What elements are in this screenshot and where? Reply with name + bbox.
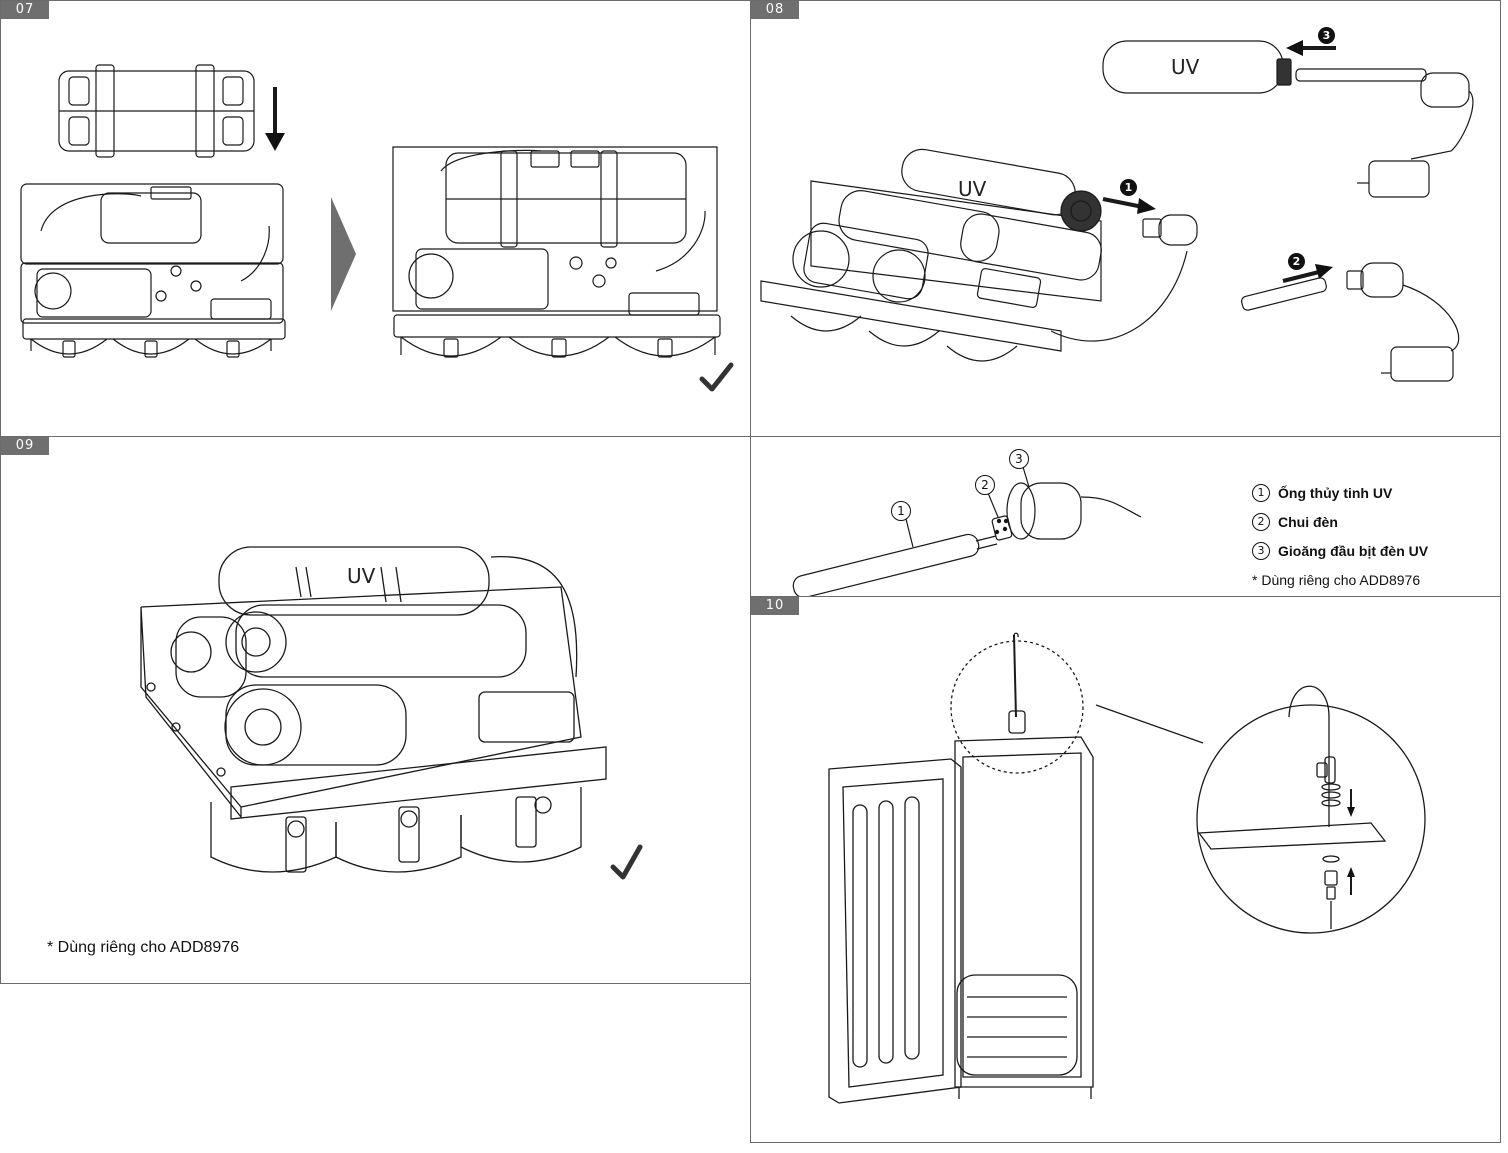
zoom-circle-detail — [1197, 705, 1425, 933]
exclusive-note-legend: * Dùng riêng cho ADD8976 — [1252, 572, 1421, 588]
panel-uv-parts: 1 2 3 — [750, 436, 1501, 597]
step-number-07: 07 — [1, 1, 49, 19]
illustration-step-09 — [1, 437, 751, 984]
exclusive-note-09: * Dùng riêng cho ADD8976 — [47, 939, 240, 956]
down-arrow-icon — [265, 87, 285, 151]
panel-step-10: 10 — [750, 596, 1501, 1143]
legend-number: 1 — [1252, 483, 1270, 502]
illustration-step-08 — [751, 40, 1501, 437]
chevron-right-icon — [331, 197, 356, 311]
uv-parts-legend: 1 Ống thủy tinh UV 2 Chui đèn 3 Gioăng đ… — [1252, 478, 1492, 565]
uv-label-unit-09: UV — [347, 564, 376, 588]
legend-label: Gioăng đầu bịt đèn UV — [1278, 542, 1429, 559]
legend-label: Chui đèn — [1278, 513, 1338, 530]
step-number-08: 08 — [751, 1, 799, 19]
step-badge-3: 3 — [1318, 27, 1335, 44]
checkmark-icon — [702, 365, 731, 389]
ro-unit-after — [393, 147, 720, 357]
uv-cap-removed — [1143, 215, 1197, 245]
legend-item: 3 Gioăng đầu bịt đèn UV — [1252, 536, 1492, 565]
uv-label-unit: UV — [958, 177, 987, 201]
checkmark-icon — [613, 847, 640, 877]
legend-item: 2 Chui đèn — [1252, 507, 1492, 536]
ro-unit-before — [21, 184, 285, 357]
up-arrow-icon — [1347, 867, 1355, 895]
right-arrow-icon — [1283, 264, 1333, 281]
illustration-step-07 — [1, 1, 751, 437]
right-arrow-icon — [1103, 198, 1156, 214]
callout-3: 3 — [1009, 449, 1029, 469]
step-badge-1: 1 — [1120, 179, 1137, 196]
ro-unit-uv-removal — [761, 146, 1187, 361]
panel-step-08: 08 — [750, 0, 1501, 437]
legend-item: 1 Ống thủy tinh UV — [1252, 478, 1492, 507]
uv-lamp-and-plug — [1241, 263, 1459, 381]
legend-number: 3 — [1252, 541, 1270, 560]
legend-label: Ống thủy tinh UV — [1278, 484, 1393, 501]
cabinet-with-door — [829, 737, 1093, 1103]
filter-module-top — [59, 65, 254, 157]
callout-2: 2 — [975, 475, 995, 495]
step-number-10: 10 — [751, 597, 799, 615]
step-number-09: 09 — [1, 437, 49, 455]
illustration-step-10 — [751, 597, 1501, 1143]
down-arrow-icon — [1347, 789, 1355, 817]
left-arrow-icon — [1286, 40, 1336, 56]
ro-unit-assembled — [141, 547, 606, 872]
zoom-circle-dotted — [951, 641, 1083, 773]
uv-parts-illustration — [751, 437, 1501, 597]
uv-label-top: UV — [1171, 55, 1200, 79]
step-badge-2: 2 — [1288, 253, 1305, 270]
callout-1: 1 — [891, 501, 911, 521]
uv-lamp-housing-top — [1103, 41, 1473, 197]
panel-step-07: 07 — [0, 0, 751, 437]
panel-step-09: 09 UV * Dùng riêng ch — [0, 436, 751, 984]
legend-number: 2 — [1252, 512, 1270, 531]
